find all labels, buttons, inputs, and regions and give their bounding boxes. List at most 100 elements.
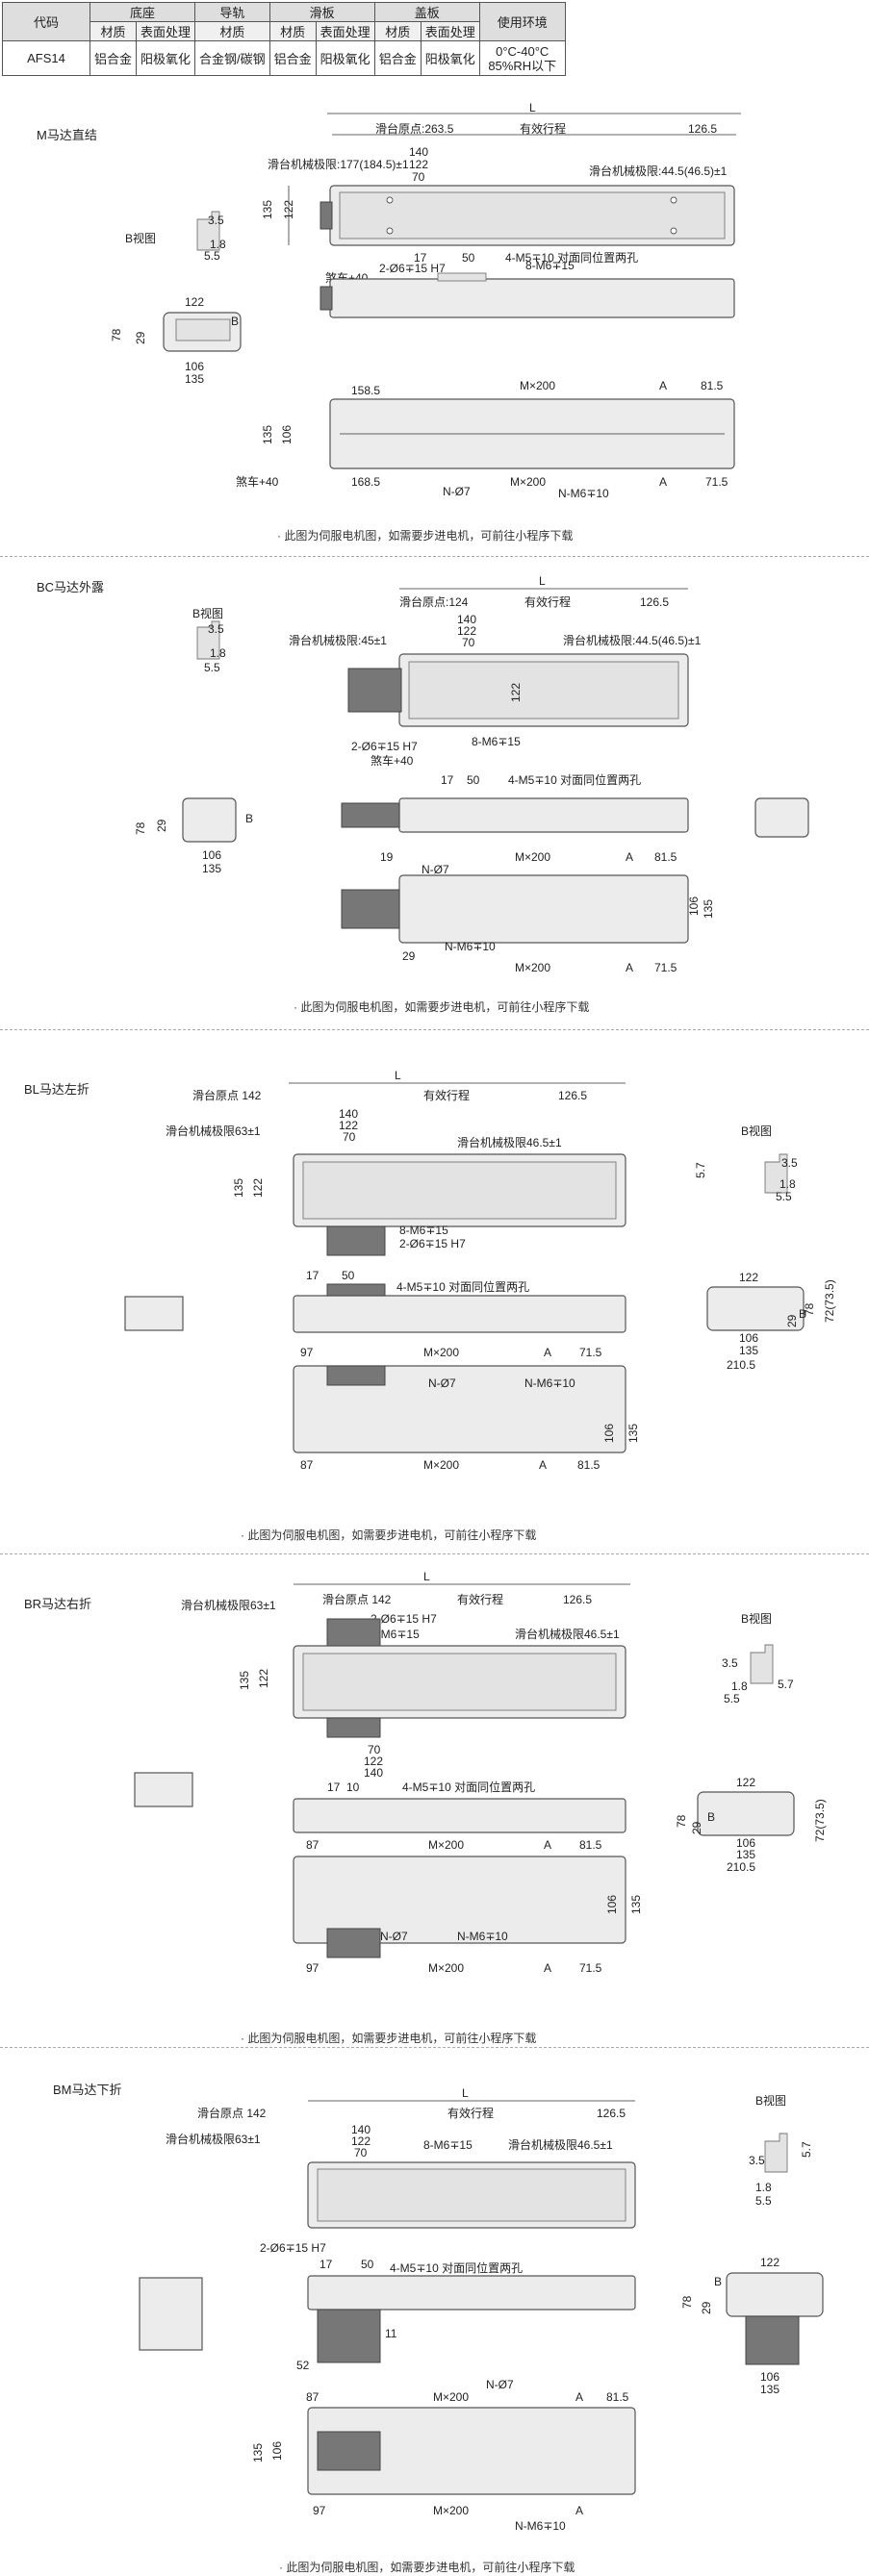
dim-126-5: 126.5 [558, 1089, 587, 1102]
dim-87: 87 [306, 2390, 319, 2404]
dim-97: 97 [300, 1346, 314, 1359]
m-bottom-view: 158.5 M×200 A 81.5 135 106 煞车+40 168.5 N… [236, 379, 735, 500]
b-dim-1-8: 1.8 [210, 238, 226, 251]
dim-70: 70 [462, 636, 475, 649]
dim-135-b: 135 [261, 425, 274, 444]
dim-106: 106 [280, 425, 294, 444]
header-code: 代码 [2, 2, 90, 41]
bl-side-view: 17 50 4-M5∓10 对面同位置两孔 [124, 1269, 626, 1333]
dim-a: A [544, 1838, 551, 1852]
section-m-direct: M马达直结 L 滑台原点:263.5 有效行程 126.5 滑台机械极限:177… [0, 96, 869, 548]
end-dim-29: 29 [690, 1821, 703, 1834]
end-dim-29: 29 [785, 1314, 799, 1327]
dim-17: 17 [414, 251, 427, 265]
dim-81-5: 81.5 [577, 1458, 601, 1472]
m-top-view: L 滑台原点:263.5 有效行程 126.5 滑台机械极限:177(184.5… [261, 101, 741, 285]
spec-table: 代码 底座 导轨 滑板 盖板 使用环境 材质 表面处理 材质 材质 表面处理 材… [2, 2, 566, 76]
label-holes-m5: 4-M5∓10 对面同位置两孔 [390, 2260, 523, 2275]
section-bl-left-fold: BL马达左折 L 滑台原点 142 有效行程 126.5 140 122 70 … [0, 1039, 869, 1549]
note: · 此图为伺服电机图，如需要步进电机，可前往小程序下载 [277, 529, 574, 543]
end-b-label: B [707, 1810, 715, 1824]
dim-limit-left: 滑台机械极限63±1 [166, 1124, 261, 1138]
end-dim-106: 106 [760, 2370, 780, 2384]
cell-slider-material: 铝合金 [268, 40, 317, 76]
dim-L: L [529, 101, 536, 114]
dim-70: 70 [412, 170, 425, 184]
end-b-label: B [231, 315, 239, 328]
bl-top-view: L 滑台原点 142 有效行程 126.5 140 122 70 滑台机械极限6… [166, 1069, 626, 1256]
b-view-title: B视图 [755, 2093, 786, 2108]
sub-header-base-surface: 表面处理 [136, 21, 196, 41]
label-n-m6: N-M6∓10 [457, 1930, 508, 1943]
env-temp: 0°C-40°C [496, 43, 550, 59]
bm-top-view: L 滑台原点 142 有效行程 126.5 140 122 70 滑台机械极限6… [166, 2086, 636, 2255]
end-dim-122: 122 [739, 1271, 758, 1284]
note: · 此图为伺服电机图，如需要步进电机，可前往小程序下载 [241, 2032, 537, 2045]
dim-122v: 122 [257, 1669, 270, 1688]
end-b-label: B [799, 1307, 806, 1321]
bc-b-view: B视图 3.5 1.8 5.5 [192, 606, 226, 674]
dim-m200: M×200 [515, 850, 550, 864]
end-dim-29: 29 [700, 2301, 713, 2314]
end-dim-72: 72(73.5) [813, 1799, 827, 1842]
dim-71-5: 71.5 [579, 1961, 602, 1975]
label-holes-pin: 2-Ø6∓15 H7 [399, 1237, 466, 1250]
dim-stroke: 有效行程 [447, 2106, 494, 2120]
dim-m200: M×200 [520, 379, 555, 392]
dim-L: L [395, 1069, 401, 1082]
dim-a-2: A [544, 1961, 551, 1975]
label-holes-m6: 8-M6∓15 [525, 259, 575, 272]
section-title: BL马达左折 [24, 1082, 89, 1097]
dim-limit-right: 滑台机械极限:44.5(46.5)±1 [589, 164, 728, 178]
dim-140: 140 [339, 1107, 358, 1121]
br-end-view: 122 B 78 29 72(73.5) 106 135 210.5 [675, 1776, 827, 1874]
label-holes-m6: 8-M6∓15 [399, 1224, 448, 1237]
end-dim-122: 122 [185, 295, 204, 309]
divider [0, 2047, 869, 2048]
dim-stroke: 有效行程 [423, 1088, 470, 1102]
sub-header-slider-material: 材质 [268, 21, 317, 41]
end-dim-135: 135 [739, 1344, 758, 1357]
dim-m200: M×200 [423, 1346, 459, 1359]
m-side-view: 17 50 4-M5∓10 对面同位置两孔 [319, 250, 735, 318]
dim-71-5: 71.5 [579, 1346, 602, 1359]
dim-limit-right: 滑台机械极限46.5±1 [515, 1627, 620, 1641]
dim-m200-b: M×200 [428, 1961, 464, 1975]
end-dim-78: 78 [680, 2295, 694, 2309]
b-view-title: B视图 [192, 606, 223, 620]
label-holes-m6: 8-M6∓15 [472, 735, 521, 748]
dim-122: 122 [457, 624, 476, 638]
dim-limit-left: 滑台机械极限63±1 [181, 1598, 276, 1612]
end-dim-106: 106 [202, 848, 221, 862]
b-dim-5-5: 5.5 [776, 1190, 792, 1203]
section-bc-exposed: BC马达外露 L 滑台原点:124 有效行程 126.5 140 122 70 … [0, 568, 869, 1020]
dim-106: 106 [270, 2441, 284, 2461]
end-dim-106: 106 [739, 1331, 758, 1345]
bl-b-view: B视图 5.7 3.5 1.8 5.5 [694, 1124, 798, 1203]
bm-bottom-view: N-Ø7 87 M×200 A 81.5 135 106 97 M×200 A … [251, 2378, 636, 2533]
section-title: BC马达外露 [37, 580, 105, 594]
label-n-7: N-Ø7 [443, 485, 471, 498]
b-dim-5-5: 5.5 [755, 2194, 772, 2208]
dim-a: A [544, 1346, 551, 1359]
dim-a: A [575, 2390, 583, 2404]
cell-rail-material: 合金钢/碳钢 [194, 40, 270, 76]
end-dim-72: 72(73.5) [823, 1279, 836, 1323]
env-humidity: 85%RH以下 [488, 58, 557, 73]
cell-slider-surface: 阳极氧化 [315, 40, 375, 76]
label-n-m6: N-M6∓10 [558, 487, 609, 500]
end-dim-29: 29 [134, 331, 147, 344]
bc-drawing: L 滑台原点:124 有效行程 126.5 140 122 70 滑台机械极限:… [134, 574, 809, 974]
end-dim-29: 29 [155, 819, 168, 832]
b-dim-1-8: 1.8 [210, 646, 226, 660]
end-dim-78: 78 [134, 821, 147, 835]
section-title: BM马达下折 [53, 2083, 122, 2097]
dim-122: 122 [351, 2134, 371, 2148]
end-b-label: B [714, 2275, 722, 2288]
bm-side-view: 17 50 4-M5∓10 对面同位置两孔 11 52 [139, 2258, 636, 2372]
cell-cover-material: 铝合金 [373, 40, 422, 76]
b-dim-3-5: 3.5 [208, 214, 224, 227]
dim-a: A [626, 850, 633, 864]
dim-m200: M×200 [433, 2390, 469, 2404]
divider [0, 1029, 869, 1030]
